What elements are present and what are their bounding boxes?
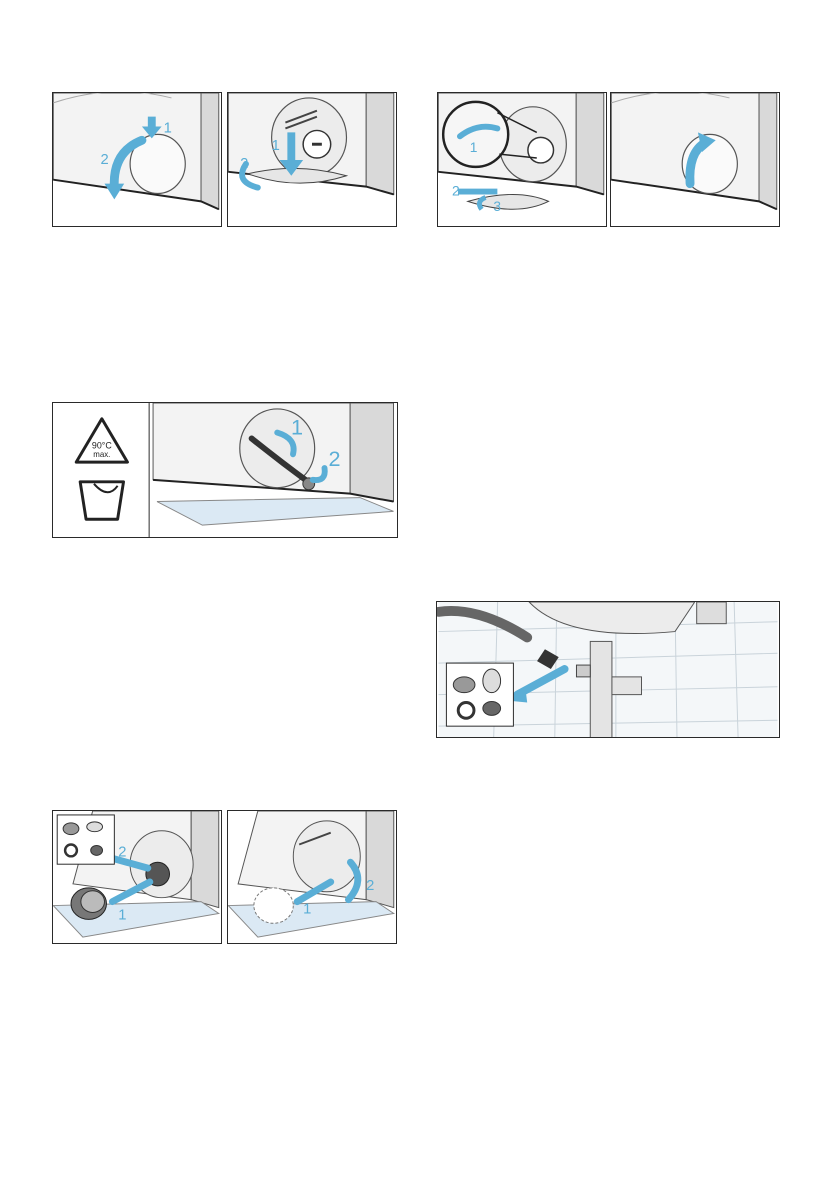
foreign-objects-inset xyxy=(446,663,513,726)
illustration-reinsert-filter: 1 2 xyxy=(227,810,397,944)
machine-front-drawing: 1 2 xyxy=(53,93,221,226)
step-number: 3 xyxy=(493,199,501,214)
step-number: 2 xyxy=(328,446,340,471)
filter-out-drawing: 2 1 xyxy=(53,811,221,943)
step-number: 1 xyxy=(164,120,172,136)
step-number: 2 xyxy=(452,183,460,198)
machine-closed-drawing xyxy=(611,93,779,226)
paperclip-icon xyxy=(87,822,103,832)
illustration-unscrew-filter: 2 1 xyxy=(52,810,222,944)
warning-temp: 90°C xyxy=(92,440,112,450)
pump-reinsert-drawing: 1 2 3 xyxy=(438,93,606,226)
illustration-drain-water: 90°C max. 1 2 xyxy=(52,402,398,538)
coin-icon xyxy=(453,677,475,693)
step-number: 1 xyxy=(272,138,280,154)
zoom-circle xyxy=(443,102,508,167)
button-icon xyxy=(91,845,103,855)
foreign-objects-inset xyxy=(57,815,114,864)
step-number: 2 xyxy=(240,156,248,172)
warning-triangle-icon: 90°C max. xyxy=(76,419,127,462)
illustration-reinsert-cover: 1 2 3 xyxy=(437,92,607,227)
bucket-icon xyxy=(80,482,123,519)
warning-max: max. xyxy=(93,450,110,459)
button-icon xyxy=(483,702,501,716)
illustration-close-cover xyxy=(610,92,780,227)
filter-in-drawing: 1 2 xyxy=(228,811,396,943)
illustration-clean-siphon xyxy=(436,601,780,738)
illustration-open-cover: 1 2 xyxy=(52,92,222,227)
siphon-drawing xyxy=(437,602,779,737)
illustration-remove-cover: 1 2 xyxy=(227,92,397,227)
pump-open-drawing: 1 2 xyxy=(228,93,396,226)
paperclip-icon xyxy=(483,669,501,693)
drain-drawing: 90°C max. 1 2 xyxy=(53,403,397,537)
coin-icon xyxy=(63,823,79,835)
step-number: 1 xyxy=(118,907,126,923)
step-number: 2 xyxy=(101,152,109,168)
step-number: 2 xyxy=(366,878,374,894)
step-number: 1 xyxy=(470,140,478,155)
step-number: 2 xyxy=(118,844,126,860)
step-number: 1 xyxy=(291,415,303,440)
step-number: 1 xyxy=(303,901,311,917)
